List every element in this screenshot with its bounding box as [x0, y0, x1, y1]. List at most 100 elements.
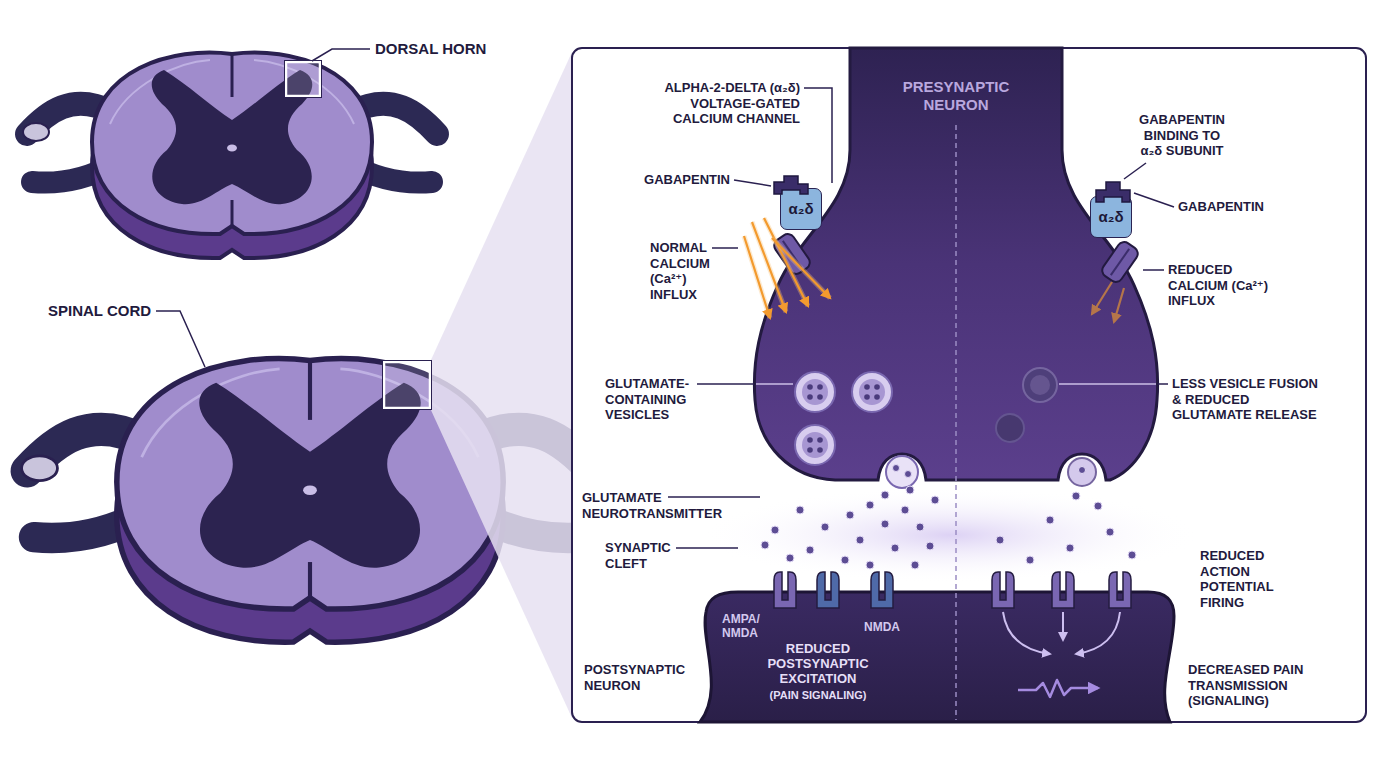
- callout-label: GLUTAMATE NEUROTRANSMITTER: [582, 490, 732, 521]
- text-holder: PRESYNAPTIC NEURON: [886, 78, 1026, 114]
- glutamate-receptor: [1052, 572, 1074, 608]
- action-potential-trace: [1018, 680, 1098, 697]
- arrow-glow: [744, 236, 770, 318]
- glutamate-dot: [771, 526, 779, 534]
- label-holder: SPINAL CORD: [48, 302, 188, 320]
- faded-vesicle: [996, 414, 1024, 442]
- effect-label: REDUCED POSTSYNAPTIC EXCITATION: [759, 642, 877, 687]
- leader-line: [697, 383, 754, 385]
- signal-arrow: [1003, 612, 1050, 654]
- neuron-label: PRESYNAPTIC NEURON: [886, 78, 1026, 114]
- effect-sublabel: (PAIN SIGNALING): [759, 689, 877, 702]
- glutamate-vesicle: [795, 372, 835, 412]
- glutamate-dot: [931, 496, 939, 504]
- vesicle-core: [802, 379, 828, 405]
- spinal-cord-section: [23, 53, 437, 259]
- postsynaptic-neuron: AMPA/ NMDA NMDA REDUCED POSTSYNAPTIC EXCIT…: [698, 590, 1178, 722]
- glutamate-dot: [821, 523, 829, 531]
- vesicle-glutamate: [817, 437, 823, 443]
- label-holder: GLUTAMATE NEUROTRANSMITTER: [582, 490, 732, 521]
- influx-arrow: [764, 218, 808, 306]
- zoom-wedge: [430, 52, 572, 718]
- label-holder: GLUTAMATE- CONTAINING VESICLES: [605, 376, 715, 423]
- glutamate-receptor: [992, 572, 1014, 608]
- vesicle-core: [802, 432, 828, 458]
- divider-line: [955, 125, 957, 720]
- leader-line: [1124, 163, 1146, 179]
- glutamate-dot: [1079, 467, 1086, 474]
- label-holder: LESS VESICLE FUSION & REDUCED GLUTAMATE …: [1172, 376, 1322, 423]
- label-holder: REDUCED ACTION POTENTIAL FIRING: [1200, 548, 1310, 610]
- label-holder: GABAPENTIN: [1178, 199, 1278, 215]
- signal-arrow: [1062, 612, 1064, 640]
- vesicle-membrane: [795, 425, 835, 465]
- glutamate-dot: [893, 465, 900, 472]
- detail-panel: [572, 48, 1366, 722]
- channel-pore-line: [1111, 249, 1129, 275]
- vesicle-glutamate: [864, 384, 870, 390]
- vesicle-glutamate: [807, 447, 813, 453]
- leader-line: [312, 49, 370, 61]
- glutamate-dot: [761, 541, 769, 549]
- channel-pore: [1100, 239, 1141, 284]
- vesicle-glutamate: [807, 394, 813, 400]
- label-holder: DORSAL HORN: [375, 40, 515, 58]
- callout-label: GABAPENTIN: [1178, 199, 1278, 215]
- structure-label: SPINAL CORD: [48, 302, 188, 320]
- glutamate-dot: [1094, 502, 1102, 510]
- label-holder: DECREASED PAIN TRANSMISSION (SIGNALING): [1188, 662, 1328, 709]
- glutamate-dot: [1066, 544, 1074, 552]
- text-holder: AMPA/ NMDA: [722, 612, 768, 641]
- callout-label: REDUCED CALCIUM (Ca²⁺) INFLUX: [1168, 262, 1288, 309]
- reduced-influx-arrow: [1114, 288, 1124, 322]
- glutamate-dot: [866, 561, 874, 569]
- zoom-box-outline: [383, 361, 432, 410]
- receptor-label: NMDA: [862, 620, 902, 634]
- vesicle-fusion-pore: [886, 456, 918, 488]
- gabapentin-molecule: [774, 176, 808, 194]
- reduced-influx-arrow: [1092, 282, 1112, 314]
- glutamate-dot: [906, 486, 914, 494]
- vesicle-glutamate: [874, 384, 880, 390]
- cleft-glow: [700, 487, 1200, 583]
- glutamate-dot: [1106, 528, 1114, 536]
- vesicle-glutamate: [817, 384, 823, 390]
- callout-label: GABAPENTIN BINDING TO α₂δ SUBUNIT: [1132, 112, 1232, 159]
- glutamate-vesicle: [852, 372, 892, 412]
- text-holder: NMDA: [862, 620, 902, 634]
- vesicle-glutamate: [874, 394, 880, 400]
- leader-line: [1059, 383, 1156, 385]
- callout-label: GLUTAMATE- CONTAINING VESICLES: [605, 376, 715, 423]
- receptors: [774, 572, 1131, 608]
- calcium-influx-arrows: [744, 218, 830, 318]
- vesicle-glutamate: [864, 394, 870, 400]
- label-holder: ALPHA-2-DELTA (α₂δ) VOLTAGE-GATED CALCIU…: [640, 80, 800, 127]
- arrow-glow: [752, 222, 786, 312]
- callout-label: REDUCED ACTION POTENTIAL FIRING: [1200, 548, 1310, 610]
- leader-lines: [668, 88, 1174, 548]
- leader-line: [676, 547, 738, 549]
- glutamate-dot: [806, 546, 814, 554]
- glutamate-dot: [856, 536, 864, 544]
- influx-arrow: [744, 236, 770, 318]
- subunit-label: α₂δ: [1099, 208, 1124, 226]
- glutamate-dot: [1072, 492, 1080, 500]
- glutamate-dot: [926, 542, 934, 550]
- glutamate-dot: [796, 506, 804, 514]
- leader-line: [804, 88, 832, 183]
- vesicle-membrane: [852, 372, 892, 412]
- leader-line: [1158, 383, 1168, 385]
- glutamate-vesicle: [795, 425, 835, 465]
- leader-line: [156, 311, 205, 367]
- label-holder: NORMAL CALCIUM (Ca²⁺) INFLUX: [650, 240, 716, 302]
- ampa-receptor: [774, 572, 796, 608]
- glutamate-dot: [916, 523, 924, 531]
- arrow-glow: [764, 218, 808, 306]
- glutamate-dot: [841, 556, 849, 564]
- callout-label: GABAPENTIN: [630, 172, 730, 188]
- glutamate-dots: [761, 465, 1136, 570]
- callout-label: POSTSYNAPTIC NEURON: [584, 662, 696, 693]
- glutamate-dot: [891, 544, 899, 552]
- nmda-receptor: [871, 572, 893, 608]
